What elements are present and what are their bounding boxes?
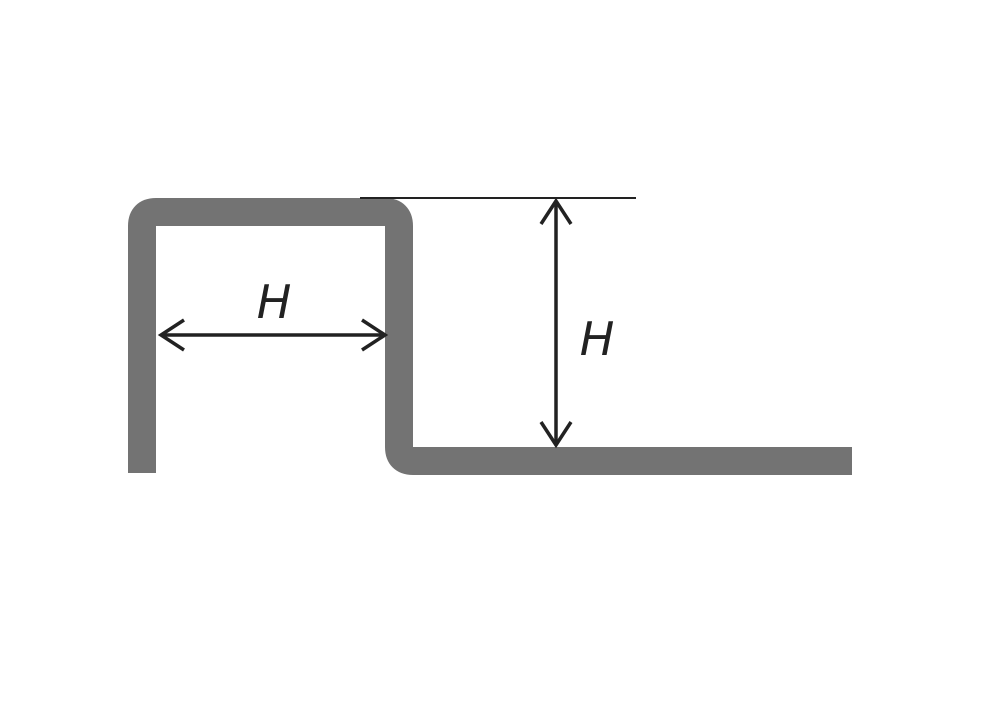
- height-label: H: [580, 312, 615, 366]
- height-arrow-bottom: [539, 421, 573, 449]
- width-label: H: [257, 275, 292, 329]
- profile-shape: [128, 198, 852, 475]
- width-arrow-right: [361, 318, 389, 352]
- height-arrow-top: [539, 197, 573, 225]
- width-dimension: [157, 318, 389, 352]
- width-arrow-left: [157, 318, 185, 352]
- height-dimension: [539, 197, 573, 449]
